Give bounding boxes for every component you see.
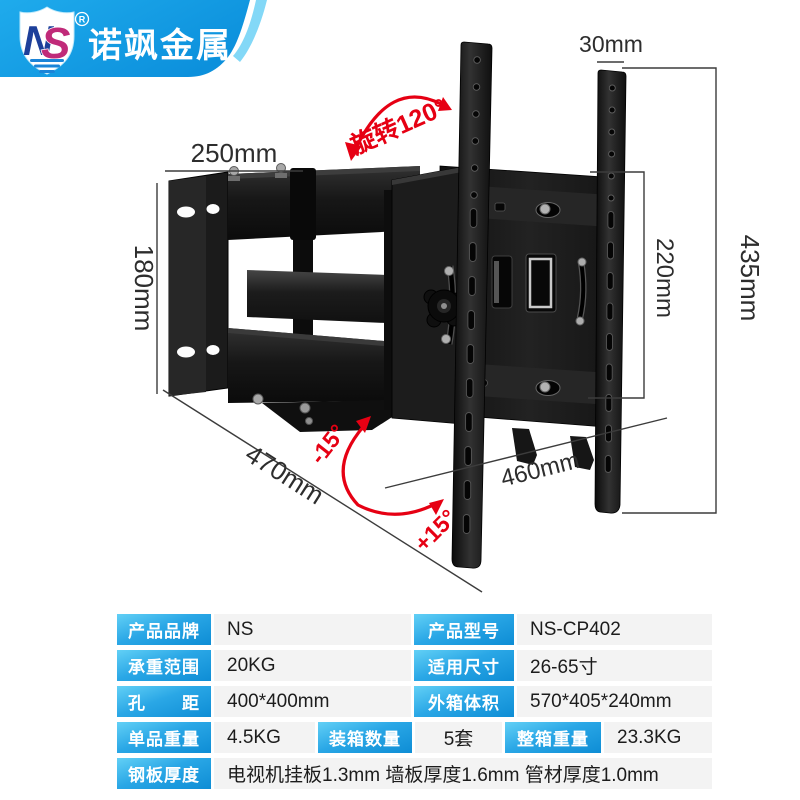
left-rail [451,41,493,569]
spec-value: 23.3KG [604,722,712,753]
wall-plate [168,171,229,397]
ns-logo-icon: N S R [19,6,90,75]
dim-rail-offset: 30mm [579,31,643,57]
spec-value: 570*405*240mm [517,686,712,717]
spec-label: 适用尺寸 [414,650,514,681]
rotation-arrow-icon [345,95,452,161]
registered-mark-icon [74,11,90,27]
spec-value: NS [214,614,411,645]
logo-letter-n: N [23,17,55,64]
dim-rail-height: 435mm [735,235,765,322]
spec-label: 外箱体积 [414,686,514,717]
table-row: 单品重量 4.5KG 装箱数量 5套 整箱重量 23.3KG [117,722,712,753]
tilt-arrow-icon [341,416,444,516]
table-row: 孔 距 400*400mm 外箱体积 570*405*240mm [117,686,712,717]
right-rail-holes [604,84,616,473]
dimension-lines [156,61,717,593]
spec-label: 承重范围 [117,650,211,681]
spec-label: 整箱重量 [505,722,601,753]
company-name: 诺飒金属 [88,26,232,65]
dim-plate-height: 180mm [129,245,159,332]
table-row: 产品品牌 NS 产品型号 NS-CP402 [117,614,712,645]
rotation-label: 旋转120° [346,92,451,160]
spec-label: 产品品牌 [117,614,211,645]
spec-value: 4.5KG [214,722,315,753]
product-diagram: 250mm 180mm 30mm 435mm 220mm 460mm 470mm… [129,31,765,593]
brand-banner: N S R 诺飒金属 [0,0,267,77]
banner-accent-stripe [233,0,267,62]
table-row: 承重范围 20KG 适用尺寸 26-65寸 [117,650,712,681]
spec-value: 5套 [415,722,502,753]
dim-arm-length: 250mm [191,138,278,168]
spec-value: 电视机挂板1.3mm 墙板厚度1.6mm 管材厚度1.0mm [214,758,712,789]
spec-label: 产品型号 [414,614,514,645]
right-rail [594,69,627,514]
spec-table: 产品品牌 NS 产品型号 NS-CP402 承重范围 20KG 适用尺寸 26-… [117,614,712,794]
spec-value: 26-65寸 [517,650,712,681]
tilt-bracket [384,166,465,425]
spec-label: 钢板厚度 [117,758,211,789]
left-rail-holes [462,56,481,534]
registered-letter: R [79,15,86,25]
logo-letter-s: S [41,19,70,68]
spec-value: 400*400mm [214,686,411,717]
dim-vesa-height: 220mm [651,238,678,318]
table-row: 钢板厚度 电视机挂板1.3mm 墙板厚度1.6mm 管材厚度1.0mm [117,758,712,789]
spec-label: 孔 距 [117,686,211,717]
dim-rail-span: 460mm [498,447,582,493]
spec-value: NS-CP402 [517,614,712,645]
spec-label: 装箱数量 [318,722,412,753]
spec-value: 20KG [214,650,411,681]
spec-label: 单品重量 [117,722,211,753]
